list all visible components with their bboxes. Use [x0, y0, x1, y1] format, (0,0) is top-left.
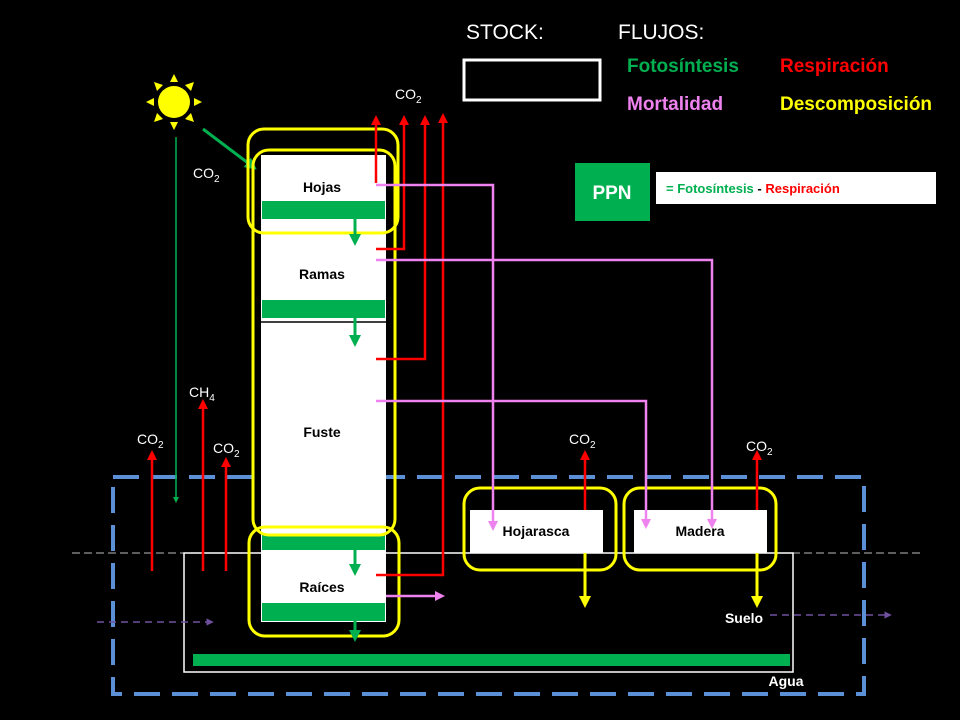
decomposition-flows	[579, 553, 763, 608]
co2-label-soil-2: CO2	[213, 440, 240, 460]
legend-descomposicion: Descomposición	[780, 94, 932, 115]
hojarasca-label: Hojarasca	[503, 523, 570, 539]
ramas-stock-bar	[262, 300, 385, 318]
suelo-label: Suelo	[725, 610, 763, 626]
fuste-mortality	[376, 399, 651, 529]
raices-highlight	[247, 525, 401, 638]
legend-respiracion: Respiración	[780, 56, 889, 77]
highlight-boxes	[246, 127, 778, 638]
soil-stock-bar	[193, 654, 790, 666]
madera-highlight	[622, 486, 778, 572]
madera-label: Madera	[675, 523, 724, 539]
stock-legend-box	[462, 58, 602, 102]
tree-column	[261, 155, 386, 622]
sun-icon	[146, 74, 202, 130]
ramas-respiration	[376, 115, 409, 251]
fuste-respiration	[376, 115, 430, 361]
respiration-flows	[147, 113, 762, 577]
madera-box	[634, 510, 767, 553]
ppn-box	[575, 163, 650, 221]
co2-label-hojarasca: CO2	[569, 431, 596, 451]
legend-fotosintesis: Fotosíntesis	[627, 56, 739, 77]
ppn-equation-box	[656, 172, 936, 204]
ppn-eq-prefix: =	[666, 181, 677, 196]
hojas-label: Hojas	[303, 179, 341, 195]
hojarasca-highlight	[462, 486, 618, 572]
co2-label-uptake: CO2	[193, 165, 220, 185]
stock-label: STOCK:	[466, 21, 544, 44]
ppn-eq-resp: Respiración	[765, 181, 839, 196]
tree-highlight	[251, 148, 397, 537]
sunlight-arrow	[202, 127, 257, 170]
photosynthesis-flows	[173, 137, 361, 642]
legend-mortalidad: Mortalidad	[627, 94, 723, 115]
lateral-flows	[97, 611, 892, 626]
co2-label-madera: CO2	[746, 438, 773, 458]
hojas-stock-bar	[262, 201, 385, 219]
raices-label: Raíces	[299, 579, 344, 595]
raices-stock-bar	[262, 603, 385, 621]
ramas-label: Ramas	[299, 266, 345, 282]
hojas-highlight	[246, 127, 400, 235]
hojas-mortality	[376, 183, 498, 531]
mortality-flows	[376, 183, 717, 601]
ppn-eq-minus: -	[754, 181, 766, 196]
fuste-label: Fuste	[303, 424, 341, 440]
ch4-label: CH4	[189, 384, 215, 404]
ramas-mortality	[376, 258, 717, 529]
agua-label: Agua	[769, 673, 804, 689]
water-dashed-boundary	[111, 475, 866, 696]
co2-label-canopy: CO2	[395, 86, 422, 106]
co2-label-soil-1: CO2	[137, 431, 164, 451]
fuste-stock-bar	[262, 534, 385, 550]
ppn-equation: = Fotosíntesis - Respiración	[666, 181, 840, 196]
raices-respiration	[376, 113, 448, 577]
flujos-label: FLUJOS:	[618, 21, 704, 44]
ppn-label: PPN	[592, 183, 631, 204]
ppn-eq-foto: Fotosíntesis	[677, 181, 754, 196]
